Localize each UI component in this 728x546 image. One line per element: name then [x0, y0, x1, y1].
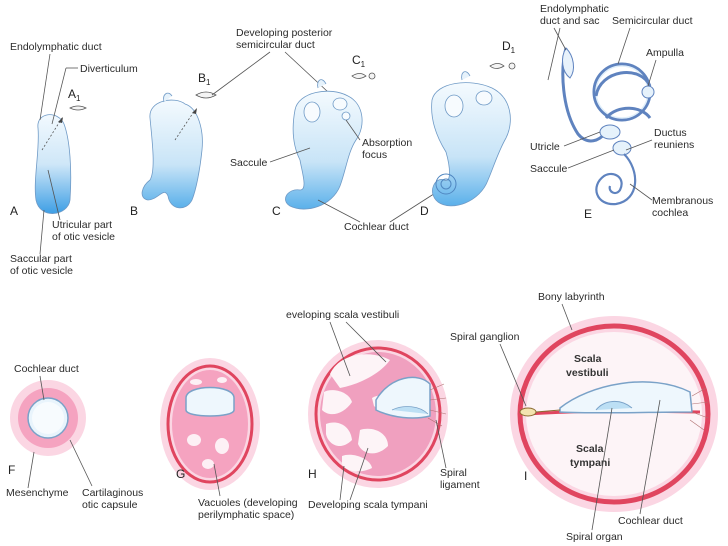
label-endolymphatic-duct: Endolymphatic duct	[10, 41, 102, 53]
panel-letter-d: D	[420, 204, 429, 218]
label-vacuoles-1: Vacuoles (developing	[198, 497, 298, 509]
panel-i: I Bony labyrinth Spiral ganglion Scala v…	[450, 291, 718, 543]
spiral-organ-i	[595, 401, 633, 411]
panel-b: B1 B Developing posterior semicircular d…	[130, 27, 333, 218]
panel-letter-c: C	[272, 204, 281, 218]
panel-h: H eveloping scala vestibuli Spiral ligam…	[286, 309, 480, 511]
panel-g: G Vacuoles (developing perilymphatic spa…	[160, 358, 298, 521]
vacuoles-g	[187, 377, 229, 469]
label-membranous-cochlea-2: cochlea	[652, 207, 688, 219]
panel-c: C1 C Saccule Absorption focus Cochlear d…	[230, 53, 441, 233]
membranous-cochlea-coil	[595, 153, 637, 206]
panel-letter-i: I	[524, 469, 527, 483]
label-cochlear-duct-f: Cochlear duct	[14, 363, 79, 375]
cochlear-duct-g	[185, 386, 235, 417]
label-mesenchyme: Mesenchyme	[6, 487, 69, 499]
label-cochlear-duct-cd: Cochlear duct	[344, 221, 409, 233]
label-membranous-cochlea-1: Membranous	[652, 195, 713, 207]
panel-letter-e: E	[584, 207, 592, 221]
label-cartilaginous-2: otic capsule	[82, 499, 138, 511]
label-diverticulum: Diverticulum	[80, 63, 138, 75]
label-utricular-part-1: Utricular part	[52, 219, 112, 231]
spiral-ganglion-i	[519, 407, 561, 417]
otic-vesicle-d	[431, 82, 511, 207]
label-developing-scala-vestibuli: eveloping scala vestibuli	[286, 309, 399, 321]
label-scala-tympani-2: tympani	[570, 457, 610, 469]
mini-label-c1: C1	[352, 53, 366, 69]
mini-label-b1: B1	[198, 71, 211, 87]
label-scala-vestibuli-2: vestibuli	[566, 367, 609, 379]
label-developing-posterior-1: Developing posterior	[236, 27, 333, 39]
label-bony-labyrinth: Bony labyrinth	[538, 291, 605, 303]
panel-letter-b: B	[130, 204, 138, 218]
label-absorption-1: Absorption	[362, 137, 412, 149]
label-endolymphatic-sac-2: duct and sac	[540, 15, 600, 27]
otic-vesicle-c	[285, 90, 363, 210]
mini-label-a1: A1	[68, 87, 81, 103]
label-ampulla: Ampulla	[646, 47, 684, 59]
label-cartilaginous-1: Cartilaginous	[82, 487, 143, 499]
label-saccule-e: Saccule	[530, 163, 568, 175]
panel-letter-a: A	[10, 204, 18, 218]
mini-diagram-c1: C1	[351, 53, 376, 80]
label-spiral-ganglion: Spiral ganglion	[450, 331, 520, 343]
mini-diagram-d1: D1	[489, 39, 516, 70]
label-scala-tympani-1: Scala	[576, 443, 604, 455]
label-saccular-part-2: of otic vesicle	[10, 265, 73, 277]
label-cochlear-duct-i: Cochlear duct	[618, 515, 683, 527]
label-saccule-c: Saccule	[230, 157, 268, 169]
label-ductus-2: reuniens	[654, 139, 694, 151]
label-spiral-ligament-2: ligament	[440, 479, 480, 491]
label-scala-vestibuli-1: Scala	[574, 353, 602, 365]
bony-labyrinth-wall	[517, 323, 711, 505]
label-endolymphatic-sac-1: Endolymphatic	[540, 3, 609, 15]
label-semicircular-duct: Semicircular duct	[612, 15, 693, 27]
label-utricular-part-2: of otic vesicle	[52, 231, 115, 243]
label-spiral-ligament-1: Spiral	[440, 467, 467, 479]
mini-label-d1: D1	[502, 39, 516, 55]
panel-e: E Endolymphatic duct and sac Semicircula…	[530, 3, 713, 221]
label-developing-posterior-2: semicircular duct	[236, 39, 315, 51]
label-absorption-2: focus	[362, 149, 387, 161]
panel-d: D1 D	[420, 39, 516, 218]
otic-vesicle-b	[141, 99, 203, 209]
panel-letter-g: G	[176, 467, 185, 481]
panel-letter-h: H	[308, 467, 317, 481]
otic-vesicle-a	[34, 114, 72, 214]
label-ductus-1: Ductus	[654, 127, 687, 139]
label-saccular-part-1: Saccular part	[10, 253, 72, 265]
mini-diagram-a1: A1	[68, 87, 87, 111]
label-developing-scala-tympani: Developing scala tympani	[308, 499, 428, 511]
label-utricle: Utricle	[530, 141, 560, 153]
panel-a: A1 A Endolymphatic duct Diverticulum Utr…	[10, 41, 138, 277]
mini-diagram-b1: B1	[195, 71, 217, 99]
label-vacuoles-2: perilymphatic space)	[198, 509, 294, 521]
panel-f: F Cochlear duct Mesenchyme Cartilaginous…	[6, 363, 143, 511]
label-spiral-organ: Spiral organ	[566, 531, 623, 543]
panel-letter-f: F	[8, 463, 15, 477]
